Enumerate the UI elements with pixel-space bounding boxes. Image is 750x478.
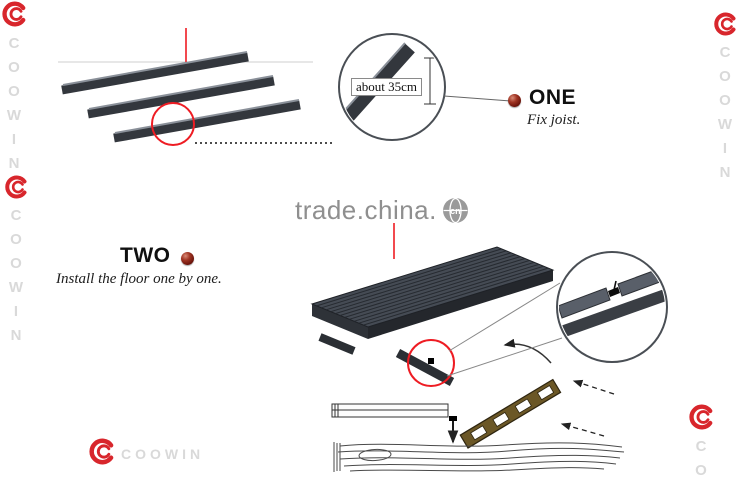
coowin-watermark-text: COOWIN <box>7 207 25 351</box>
joist-bar <box>87 75 275 119</box>
coowin-watermark: COOWIN <box>713 12 737 188</box>
step-one-joists-drawing <box>58 28 333 146</box>
step-one-label: ONE <box>529 86 577 109</box>
coowin-watermark: COOWIN <box>1 1 27 179</box>
site-watermark: trade.china. cn <box>295 195 469 226</box>
deck-joist <box>395 349 455 386</box>
insertion-arrow <box>560 422 605 437</box>
coowin-logo-icon <box>1 1 27 32</box>
insert-arrow <box>503 338 552 364</box>
coowin-watermark-text: COOWIN <box>5 35 23 179</box>
joist-bar <box>61 51 249 95</box>
coowin-watermark-text: COOWIN <box>716 44 734 188</box>
coowin-watermark-text: COOWIN <box>693 438 710 478</box>
wood-grain <box>333 442 625 472</box>
step-two-caption: Install the floor one by one. <box>56 271 222 287</box>
deck-joist <box>318 333 356 355</box>
step-one-bullet <box>508 94 521 107</box>
joist-bar <box>113 99 301 143</box>
step-two-deck-drawing <box>310 223 555 387</box>
highlight-circle-two <box>407 339 455 387</box>
step-two-bullet <box>181 252 194 265</box>
leader-line-two <box>448 282 561 352</box>
deck-clip <box>428 358 434 364</box>
step-two-label: TWO <box>120 244 171 267</box>
coowin-watermark: COOWIN <box>688 404 714 478</box>
cross-section-drawing <box>331 378 615 449</box>
deck-front-long <box>368 270 553 339</box>
site-watermark-text: trade.china. <box>295 195 437 225</box>
globe-label: cn <box>450 206 461 216</box>
zoom-lens-two <box>446 251 668 377</box>
leader-line-one <box>443 95 511 102</box>
wood-knot <box>358 448 392 462</box>
highlight-circle-one <box>151 102 195 146</box>
coowin-watermark: COOWIN <box>88 438 204 470</box>
coowin-logo-icon <box>713 12 737 41</box>
step-one-caption: Fix joist. <box>527 112 581 128</box>
deck-front-left <box>312 304 368 339</box>
insertion-arrow <box>572 379 615 395</box>
coowin-watermark: COOWIN <box>4 175 28 351</box>
coowin-logo-icon <box>88 438 115 470</box>
deck-board-stripes <box>316 248 549 326</box>
fastener-clip <box>449 416 457 421</box>
coowin-logo-icon <box>688 404 714 435</box>
leader-line-two <box>446 337 563 377</box>
globe-icon: cn <box>442 197 469 224</box>
coowin-logo-icon <box>4 175 28 204</box>
dimension-note: about 35cm <box>351 78 423 96</box>
tilted-board <box>459 378 562 449</box>
coowin-watermark-text: COOWIN <box>121 446 205 462</box>
